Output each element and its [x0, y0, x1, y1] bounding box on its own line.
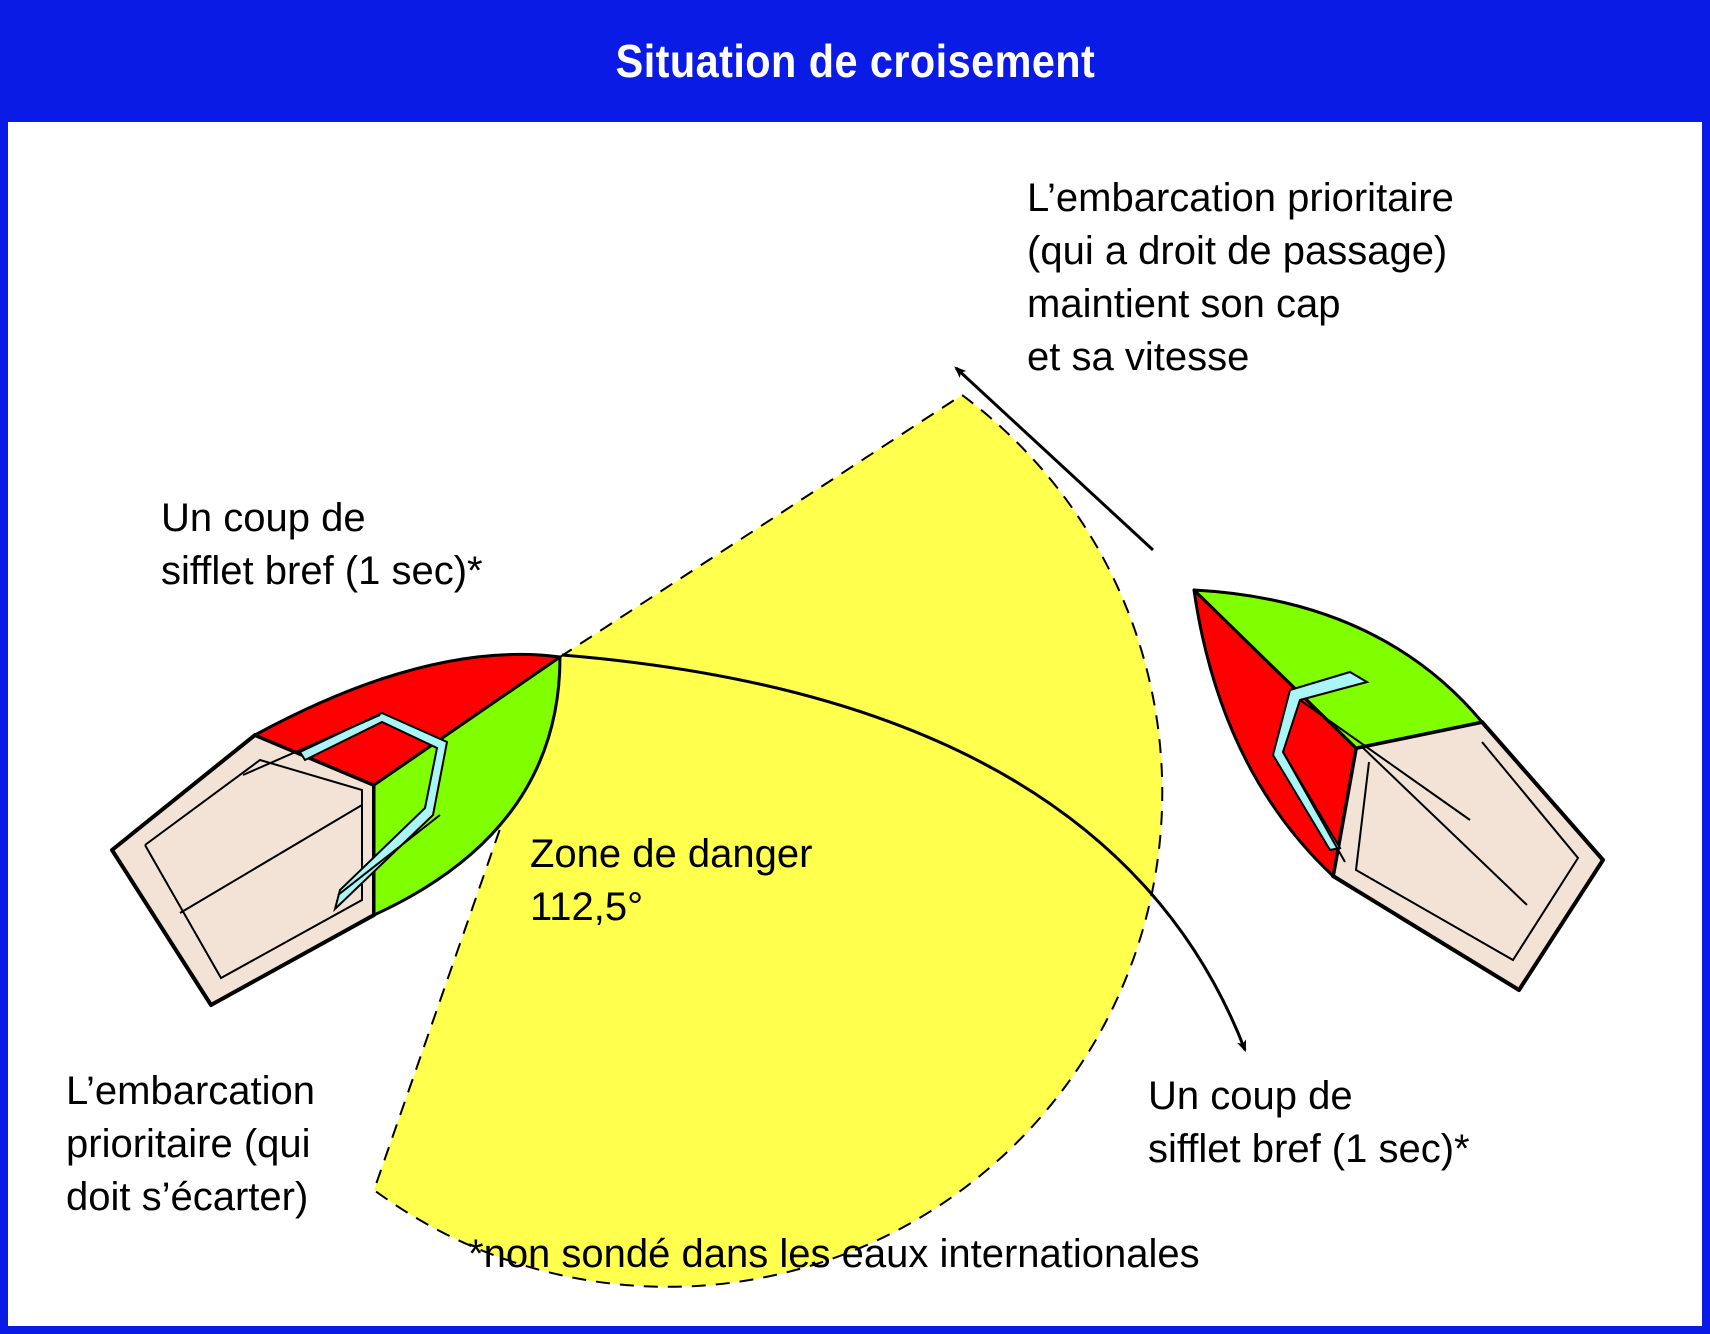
give-way-turn-arrow: [561, 653, 1247, 1053]
title-bar: Situation de croisement: [0, 0, 1710, 122]
give-way-boat-starboard-bow: [372, 655, 562, 917]
whistle-right-caption: Un coup de sifflet bref (1 sec)*: [1148, 1074, 1470, 1171]
give-way-boat-port-bow: [253, 652, 562, 787]
danger-zone-sector: [372, 393, 1164, 1288]
stand-on-caption: L’embarcation prioritaire (qui a droit d…: [1027, 176, 1454, 379]
stand-on-course-arrow: [954, 366, 1155, 552]
give-way-caption: L’embarcation prioritaire (qui doit s’éc…: [66, 1069, 316, 1219]
give-way-boat: [110, 652, 562, 1007]
danger-zone-caption: Zone de danger 112,5°: [530, 832, 813, 929]
stand-on-boat-starboard-bow: [1192, 588, 1484, 750]
diagram-title: Situation de croisement: [615, 35, 1095, 87]
footnote: *non sondé dans les eaux internationales: [468, 1232, 1200, 1276]
stand-on-boat-port-bow: [1192, 588, 1358, 878]
give-way-boat-hull: [110, 733, 376, 1007]
stand-on-boat-hull: [1331, 720, 1605, 992]
whistle-left-caption: Un coup de sifflet bref (1 sec)*: [161, 496, 483, 593]
stand-on-boat: [1192, 588, 1605, 992]
give-way-boat-windshield: [298, 711, 449, 913]
